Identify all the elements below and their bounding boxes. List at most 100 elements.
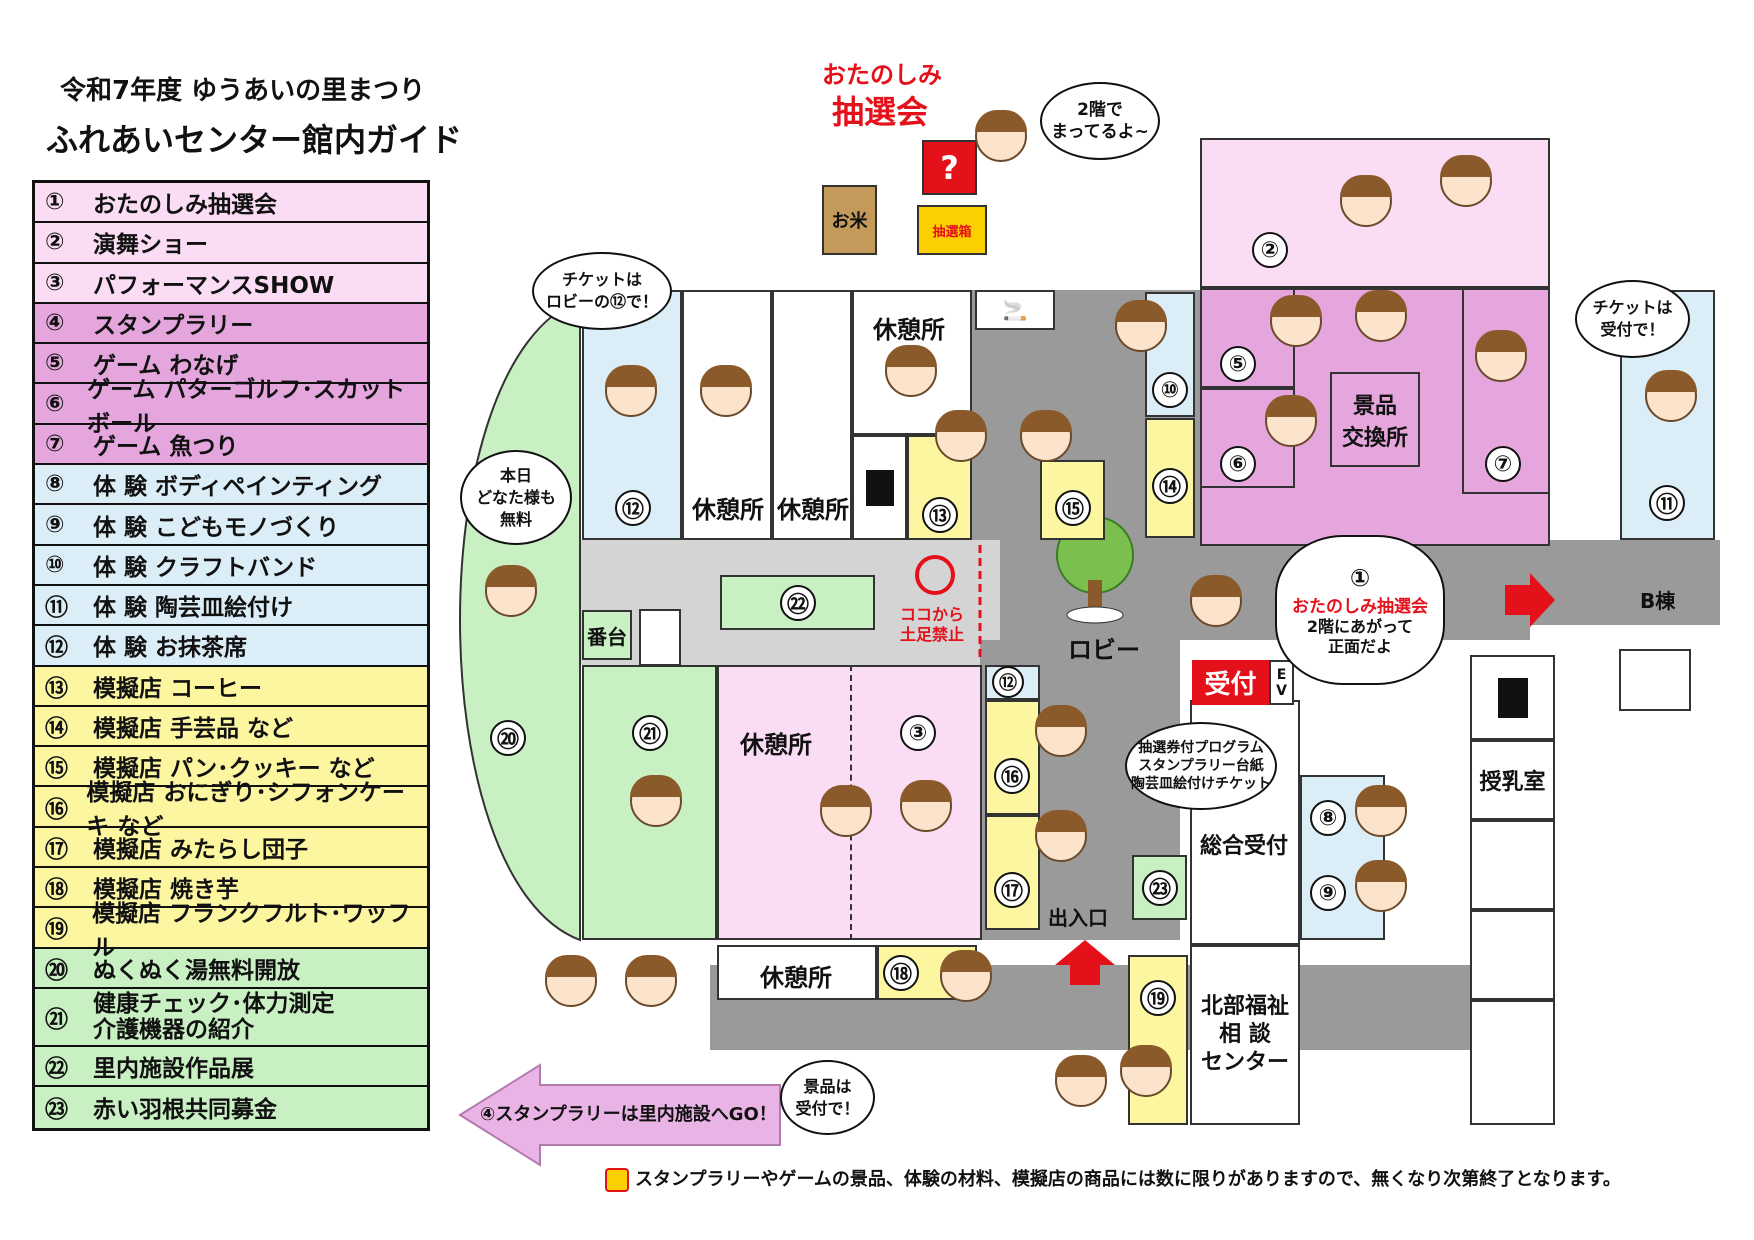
legend-number: ⑲: [45, 917, 68, 944]
legend-number: ⑰: [45, 836, 68, 863]
room-number: ⑱: [883, 955, 919, 991]
rest-area-2[interactable]: [772, 290, 852, 540]
room-number: ②: [1252, 232, 1288, 268]
hokubu-center[interactable]: 北部福祉 相 談 センター: [1190, 945, 1300, 1125]
legend-number: ⑧: [45, 471, 65, 498]
mystery-box-icon: ?: [922, 140, 977, 195]
coffee-illustration: [935, 410, 987, 462]
room-number: ③: [900, 715, 936, 751]
rest-area-1[interactable]: [682, 290, 772, 540]
stairs-icon: [639, 609, 681, 666]
onigiri-illustration: [885, 345, 937, 397]
legend-number: ⑩: [45, 551, 65, 578]
room-blank: [1470, 910, 1555, 1000]
performer-illustration: [1440, 155, 1492, 207]
legend-number: ②: [45, 229, 65, 256]
legend-number: ⑳: [45, 957, 68, 984]
room-blank: [1470, 820, 1555, 910]
legend-label: 模擬店 おにぎり･シフォンケーキ など: [86, 779, 405, 840]
legend-label: 里内施設作品展: [93, 1056, 254, 1083]
legend-number: ③: [45, 269, 65, 296]
cheerleader-illustration: [1340, 175, 1392, 227]
bandai: 番台: [582, 610, 632, 660]
family-illustration: [625, 955, 677, 1007]
entrance-label: 出入口: [1048, 906, 1108, 930]
lottery-info-bubble: ① おたのしみ抽選会 2階にあがって 正面だよ: [1275, 535, 1445, 685]
staff-illustration: [1355, 290, 1407, 342]
reception-desk[interactable]: 受付: [1192, 660, 1269, 705]
room-number: ㉒: [780, 585, 816, 621]
room-number: ㉓: [1142, 870, 1178, 906]
legend-number: ⑭: [45, 716, 68, 742]
prize-exchange[interactable]: 景品 交換所: [1330, 372, 1420, 467]
family-illustration: [545, 955, 597, 1007]
page-subtitle: 令和7年度 ゆうあいの里まつり: [60, 76, 426, 106]
reception-bubble: 抽選券付プログラム スタンプラリー台紙 陶芸皿絵付けチケット: [1125, 722, 1277, 810]
lottery-text: 2階にあがって 正面だよ: [1306, 616, 1414, 656]
elevator[interactable]: E V: [1269, 660, 1294, 705]
free-bubble: 本日 どなた様も 無料: [460, 450, 572, 545]
legend-label: ゲーム わなげ: [93, 353, 239, 380]
restroom[interactable]: [852, 435, 907, 540]
bakery-illustration: [1020, 410, 1072, 462]
legend-label: 体 験 お抹茶席: [93, 635, 248, 662]
pottery-illustration: [1645, 370, 1697, 422]
room-number: ⑧: [1310, 800, 1346, 836]
lottery-logo-line1: おたのしみ: [822, 61, 942, 89]
arrow-up-icon: [1055, 940, 1115, 985]
legend-row: ⑲ 模擬店 フランクフルト･ワッフル: [35, 901, 427, 961]
restroom-2[interactable]: [1470, 655, 1555, 740]
legend-number: ⑬: [45, 675, 68, 702]
b-building-label: B棟: [1640, 589, 1676, 613]
rest-area-5[interactable]: [717, 945, 877, 1000]
lobby-label: ロビー: [1068, 636, 1140, 664]
tea-illustration: [605, 365, 657, 417]
shoe-notice: ココから 土足禁止: [900, 605, 965, 644]
legend-label: スタンプラリー: [93, 313, 254, 340]
room-blank: [1470, 1000, 1555, 1125]
footnote: スタンプラリーやゲームの景品、体験の材料、模擬店の商品には数に限りがありますので…: [605, 1165, 1705, 1192]
monodukuri-illustration: [1355, 860, 1407, 912]
frankfurt-illustration: [1055, 1055, 1107, 1107]
health-check-illustration: [630, 775, 682, 827]
room-16[interactable]: [985, 700, 1040, 815]
room-number: ⑭: [1152, 468, 1188, 504]
legend-label: 模擬店 フランクフルト･ワッフル: [92, 900, 411, 961]
rest-label: 休憩所: [692, 496, 764, 524]
clown-illustration: [820, 785, 872, 837]
legend-number: ㉑: [45, 1006, 68, 1033]
waffle-illustration: [1120, 1045, 1172, 1097]
mc-illustration: [1190, 575, 1242, 627]
legend-number: ④: [45, 310, 65, 337]
legend-label: 模擬店 コーヒー: [93, 675, 263, 702]
legend-number: ⑨: [45, 511, 65, 538]
onsen-illustration: [485, 565, 537, 617]
room-number: ⑤: [1220, 346, 1256, 382]
room-20-shape: [459, 298, 581, 942]
nursing-room[interactable]: 授乳室: [1470, 740, 1555, 820]
legend-number: ㉒: [45, 1056, 68, 1083]
legend-label: ぬくぬく湯無料開放: [93, 957, 300, 984]
ring-toss-illustration: [1270, 295, 1322, 347]
legend-label: 模擬店 パン･クッキー など: [93, 756, 375, 783]
legend-number: ⑱: [45, 877, 68, 904]
lottery-title: おたのしみ抽選会: [1292, 596, 1428, 617]
room-number: ⑫: [992, 666, 1024, 698]
legend-label: おたのしみ抽選会: [93, 192, 277, 219]
upstairs-bubble: 2階で まってるよ~: [1040, 82, 1160, 160]
legend-number: ⑫: [45, 635, 68, 662]
rest-label: 休憩所: [760, 964, 832, 992]
